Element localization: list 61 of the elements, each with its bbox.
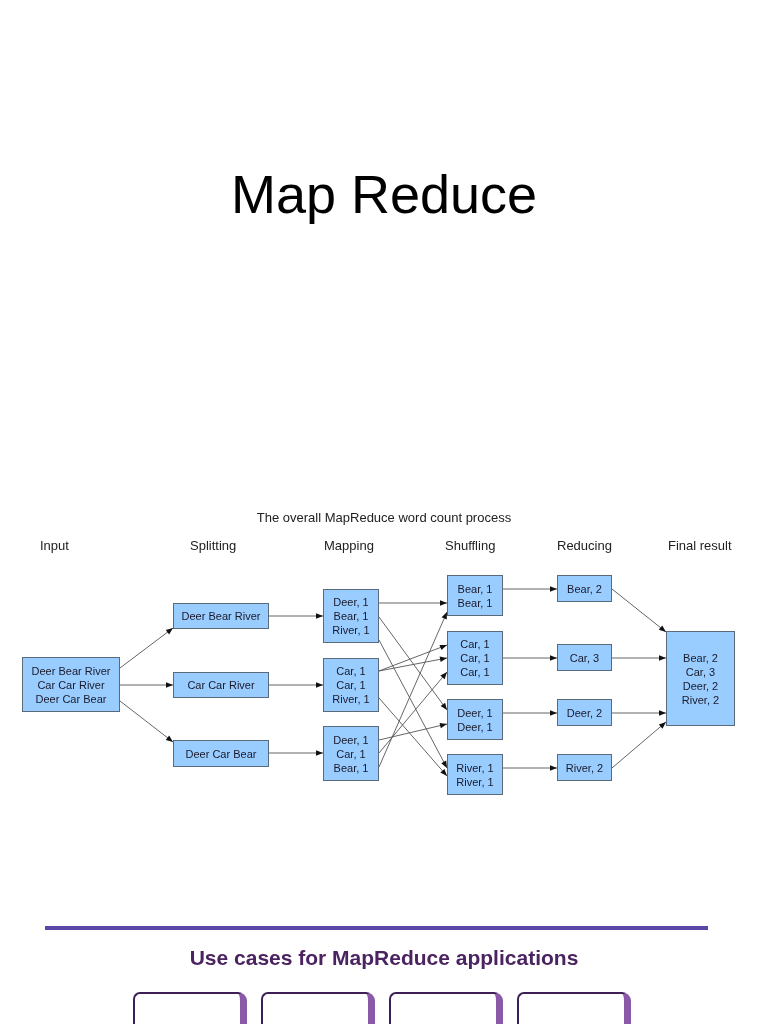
box-text: Bear, 1 bbox=[333, 609, 369, 623]
box-text: Car, 1 bbox=[460, 665, 490, 679]
box-text: River, 1 bbox=[332, 692, 370, 706]
slide-title: Map Reduce bbox=[229, 163, 539, 225]
process-box bbox=[173, 672, 269, 698]
box-text: Car, 1 bbox=[460, 637, 490, 651]
box-text: Deer Car Bear bbox=[35, 691, 107, 706]
process-box bbox=[323, 726, 379, 781]
box-text: Bear, 2 bbox=[567, 581, 602, 596]
box-text: Car, 1 bbox=[336, 746, 366, 761]
box-text: Bear, 1 bbox=[457, 581, 493, 596]
box-text: Car, 1 bbox=[336, 678, 366, 692]
box-text: River, 1 bbox=[332, 623, 370, 637]
box-text: Car, 3 bbox=[569, 650, 600, 665]
box-text: Deer, 2 bbox=[566, 705, 603, 720]
box-text: Car, 1 bbox=[460, 651, 490, 665]
box-text: Bear, 1 bbox=[457, 595, 493, 610]
box-text: River, 1 bbox=[456, 760, 494, 775]
box-text: Deer Bear River bbox=[31, 663, 111, 678]
box-text: Deer, 1 bbox=[333, 732, 369, 747]
section-heading: Use cases for MapReduce applications bbox=[188, 946, 580, 970]
column-heading: Splitting bbox=[190, 538, 237, 553]
box-text: River, 1 bbox=[456, 774, 494, 789]
process-box bbox=[22, 657, 120, 712]
box-text: Deer Car Bear bbox=[185, 746, 257, 761]
box-text: Car, 1 bbox=[336, 664, 366, 678]
column-heading: Shuffling bbox=[445, 538, 496, 553]
box-text: Deer, 2 bbox=[682, 678, 719, 693]
box-text: Car Car River bbox=[187, 678, 255, 692]
box-text: Deer Bear River bbox=[181, 609, 261, 623]
process-box bbox=[557, 754, 612, 781]
column-heading: Final result bbox=[668, 538, 732, 553]
process-box bbox=[666, 631, 735, 726]
process-box bbox=[323, 589, 379, 643]
process-box bbox=[447, 631, 503, 685]
column-heading: Mapping bbox=[324, 538, 374, 553]
process-box bbox=[557, 644, 612, 671]
process-box bbox=[447, 754, 503, 795]
box-text: River, 2 bbox=[681, 692, 720, 707]
card-outline bbox=[517, 992, 631, 1024]
process-box bbox=[173, 740, 269, 767]
box-text: River, 2 bbox=[565, 760, 604, 775]
box-text: Deer, 1 bbox=[457, 719, 493, 734]
column-heading: Input bbox=[40, 538, 69, 553]
box-text: Car, 3 bbox=[685, 664, 716, 679]
box-text: Bear, 2 bbox=[683, 650, 718, 665]
box-text: Deer, 1 bbox=[457, 705, 493, 720]
process-box bbox=[323, 658, 379, 712]
process-box bbox=[447, 699, 503, 740]
card-outline bbox=[133, 992, 247, 1024]
box-text: Bear, 1 bbox=[333, 760, 369, 775]
process-box bbox=[557, 699, 612, 726]
box-text: Car Car River bbox=[37, 677, 105, 692]
card-outline bbox=[389, 992, 503, 1024]
process-box bbox=[447, 575, 503, 616]
column-heading: Reducing bbox=[557, 538, 612, 553]
process-box bbox=[173, 603, 269, 629]
card-outline bbox=[261, 992, 375, 1024]
caption-text: The overall MapReduce word count process bbox=[255, 510, 513, 525]
box-text: Deer, 1 bbox=[333, 595, 369, 609]
process-box bbox=[557, 575, 612, 602]
